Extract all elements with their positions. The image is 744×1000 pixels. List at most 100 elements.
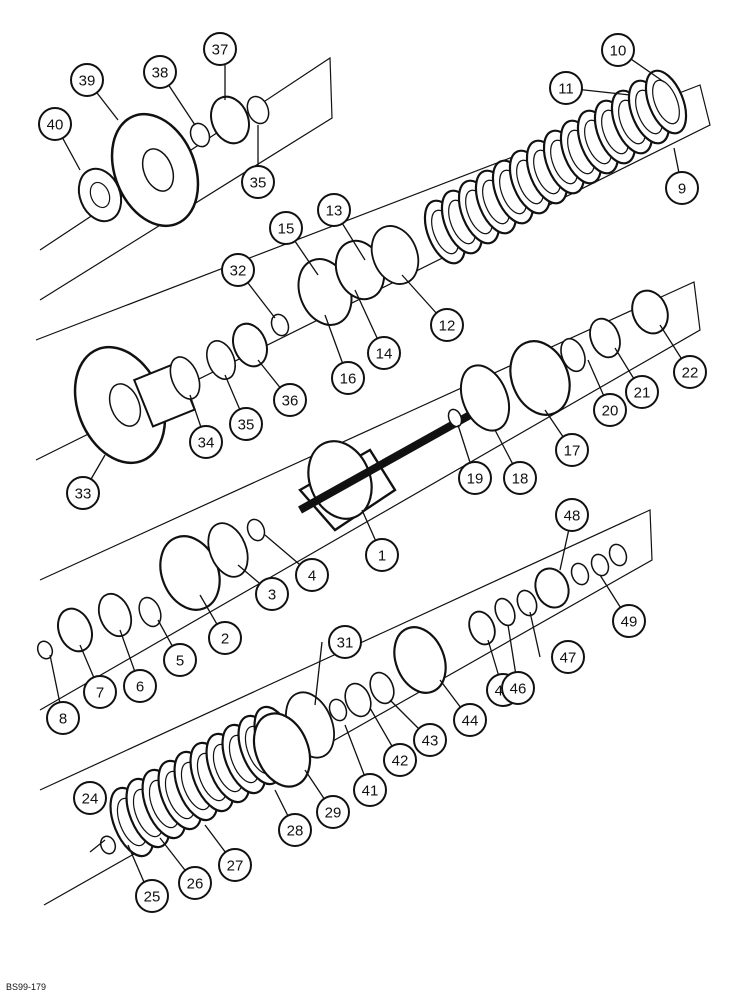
callout-number: 44 <box>462 713 479 730</box>
callout-31: 31 <box>328 625 362 659</box>
ring-4 <box>246 518 266 542</box>
callout-number: 31 <box>337 635 354 652</box>
callout-number: 22 <box>682 365 699 382</box>
callout-number: 40 <box>47 117 64 134</box>
callout-16: 16 <box>331 361 365 395</box>
leader-line <box>89 839 106 853</box>
bearing-45 <box>468 610 496 646</box>
callout-2: 2 <box>208 621 242 655</box>
callout-10: 10 <box>601 33 635 67</box>
callout-number: 35 <box>238 417 255 434</box>
callout-17: 17 <box>555 433 589 467</box>
callout-41: 41 <box>353 773 387 807</box>
callout-number: 42 <box>392 753 409 770</box>
leader-line <box>314 641 323 706</box>
callout-circle <box>316 795 350 829</box>
callout-circle <box>241 165 275 199</box>
ring-12 <box>370 225 420 285</box>
callout-38: 38 <box>143 55 177 89</box>
callout-49: 49 <box>612 604 646 638</box>
callout-circle <box>70 63 104 97</box>
callout-5: 5 <box>163 643 197 677</box>
callout-circle <box>673 355 707 389</box>
callout-circle <box>612 604 646 638</box>
callout-circle <box>255 577 289 611</box>
callout-circle <box>278 813 312 847</box>
clutch-plate-bore <box>652 79 680 125</box>
callout-20: 20 <box>593 393 627 427</box>
gear-39-hub <box>141 148 175 192</box>
callout-number: 21 <box>634 385 651 402</box>
callout-number: 49 <box>621 614 638 631</box>
callout-circle <box>66 476 100 510</box>
drum-1-shaft <box>298 411 472 514</box>
piston-17 <box>509 340 571 416</box>
callout-number: 19 <box>467 471 484 488</box>
callout-4: 4 <box>295 558 329 592</box>
callout-number: 25 <box>144 889 161 906</box>
callouts-layer: 1234567891011121314151617181920212224252… <box>38 32 707 913</box>
bearing-36 <box>232 322 268 368</box>
callout-number: 34 <box>198 435 215 452</box>
callout-circle <box>555 498 589 532</box>
callout-number: 29 <box>325 805 342 822</box>
snap-ring-35-top <box>246 95 270 125</box>
ring-49c <box>608 543 628 567</box>
callout-circle <box>189 425 223 459</box>
callout-number: 16 <box>340 371 357 388</box>
ring-3 <box>207 522 249 578</box>
callout-number: 36 <box>282 393 299 410</box>
callout-7: 7 <box>83 675 117 709</box>
callout-40: 40 <box>38 107 72 141</box>
callout-circle <box>163 643 197 677</box>
callout-circle <box>551 640 585 674</box>
ring-24 <box>99 835 117 855</box>
callout-47: 47 <box>551 640 585 674</box>
callout-number: 47 <box>560 650 577 667</box>
callout-circle <box>367 336 401 370</box>
callout-number: 2 <box>221 631 229 648</box>
callout-number: 41 <box>362 783 379 800</box>
ring-41 <box>328 698 348 722</box>
callout-circle <box>458 461 492 495</box>
bearing-43 <box>369 671 395 705</box>
callout-circle <box>593 393 627 427</box>
callout-number: 13 <box>326 203 343 220</box>
callout-circle <box>123 669 157 703</box>
bushing-22 <box>631 289 669 335</box>
spring-6 <box>97 592 133 638</box>
callout-circle <box>601 33 635 67</box>
callout-26: 26 <box>178 866 212 900</box>
callout-6: 6 <box>123 669 157 703</box>
ring-34 <box>169 356 201 400</box>
callout-32: 32 <box>221 253 255 287</box>
callout-circle <box>413 723 447 757</box>
callout-number: 35 <box>250 175 267 192</box>
callout-circle <box>317 193 351 227</box>
callout-number: 37 <box>212 42 229 59</box>
ring-35 <box>206 340 236 380</box>
callout-circle <box>501 671 535 705</box>
callout-number: 4 <box>308 568 316 585</box>
callout-circle <box>203 32 237 66</box>
ring-32 <box>270 313 290 337</box>
leader-line <box>529 611 541 658</box>
callout-circle <box>229 407 263 441</box>
callout-48: 48 <box>555 498 589 532</box>
callout-3: 3 <box>255 577 289 611</box>
callout-18: 18 <box>503 461 537 495</box>
bearing-37 <box>210 95 250 145</box>
callout-circle <box>555 433 589 467</box>
callout-number: 24 <box>82 791 99 808</box>
callout-8: 8 <box>46 701 80 735</box>
callout-circle <box>295 558 329 592</box>
drum-44 <box>393 626 447 694</box>
callout-number: 9 <box>678 181 686 198</box>
callout-number: 12 <box>439 318 456 335</box>
callout-number: 11 <box>558 81 574 98</box>
bearing-48 <box>534 567 570 609</box>
callout-number: 18 <box>512 471 529 488</box>
frame-middle <box>39 281 701 711</box>
callout-circle <box>178 866 212 900</box>
